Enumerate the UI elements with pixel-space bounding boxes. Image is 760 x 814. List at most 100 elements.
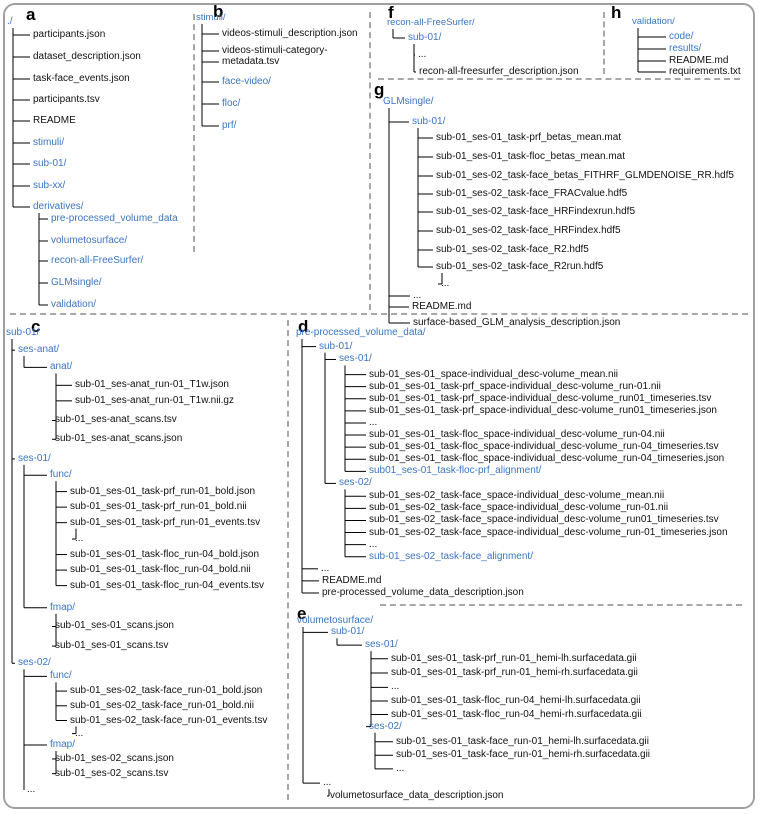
separator xyxy=(378,78,740,80)
folder-entry: sub-01/ xyxy=(408,32,442,43)
folder-entry: recon-all-FreeSurfer/ xyxy=(387,17,475,28)
folder-entry: derivatives/ xyxy=(33,201,84,212)
figure-frame xyxy=(3,3,755,809)
folder-entry: recon-all-FreeSurfer/ xyxy=(51,255,144,266)
folder-entry: volumetosurface/ xyxy=(297,615,374,626)
ellipsis-entry: ... xyxy=(75,727,84,739)
folder-entry: prf/ xyxy=(222,120,237,131)
file-entry: sub-01_ses-01_task-prf_run-01_events.tsv xyxy=(70,516,261,528)
folder-entry: ses-01/ xyxy=(365,639,398,651)
separator xyxy=(369,12,371,310)
file-entry: sub-01_ses-02_task-face_R2run.hdf5 xyxy=(436,261,604,272)
file-entry: requirements.txt xyxy=(669,66,741,77)
file-entry: sub-01_ses-02_task-face_space-individual… xyxy=(369,490,665,502)
file-entry: sub-01_ses-02_task-face_HRFindexrun.hdf5 xyxy=(436,206,635,217)
file-entry: sub-01_ses-01_task-floc_run-04_hemi-lh.s… xyxy=(391,694,641,706)
file-entry: sub-01_ses-02_task-face_space-individual… xyxy=(369,526,728,538)
file-entry: sub-01_ses-02_task-face_HRFindex.hdf5 xyxy=(436,225,621,236)
file-entry: sub-01_ses-02_task-face_FRACvalue.hdf5 xyxy=(436,188,628,199)
file-entry: sub-01_ses-02_task-face_R2.hdf5 xyxy=(436,244,589,255)
panel-label-f: f xyxy=(388,3,394,22)
ellipsis-entry: ... xyxy=(27,784,36,795)
separator xyxy=(193,14,195,252)
folder-entry: sub01_ses-01_task-floc-prf_alignment/ xyxy=(369,465,542,477)
file-entry: sub-01_ses-01_task-prf_space-individual_… xyxy=(369,404,717,416)
file-entry: surface-based_GLM_analysis_description.j… xyxy=(413,317,621,328)
folder-entry: validation/ xyxy=(632,16,675,27)
file-entry: sub-01_ses-01_scans.tsv xyxy=(55,640,169,652)
ellipsis-entry: ... xyxy=(75,533,84,545)
folder-entry: sub-01/ xyxy=(412,116,446,127)
file-entry: sub-01_ses-01_task-floc_run-04_events.ts… xyxy=(70,579,264,591)
file-entry: README xyxy=(33,115,76,126)
file-entry: videos-stimuli-category- xyxy=(222,45,328,56)
panel-label-a: a xyxy=(26,5,36,24)
panel-label-h: h xyxy=(611,3,622,22)
file-entry: sub-01_ses-01_task-face_run-01_hemi-rh.s… xyxy=(396,749,651,761)
file-entry: sub-01_ses-01_task-floc_space-individual… xyxy=(369,453,725,465)
file-entry: pre-processed_volume_data_description.js… xyxy=(322,587,524,598)
folder-entry: anat/ xyxy=(50,361,73,373)
file-entry: README.md xyxy=(412,301,472,312)
panel-label-e: e xyxy=(297,604,307,623)
folder-entry: sub-01/ xyxy=(331,626,365,638)
file-entry: task-face_events.json xyxy=(33,73,130,84)
folder-entry: results/ xyxy=(669,43,702,54)
folder-entry: sub-01/ xyxy=(6,327,40,338)
file-entry: volumetosurface_data_description.json xyxy=(330,790,504,801)
folder-entry: ses-01/ xyxy=(18,452,51,464)
folder-entry: floc/ xyxy=(222,98,241,109)
file-entry: participants.tsv xyxy=(33,94,100,105)
folder-entry: pre-processed_volume_data xyxy=(51,213,178,224)
file-entry: README.md xyxy=(669,55,729,66)
file-entry: sub-01_ses-02_task-face_run-01_bold.nii xyxy=(70,699,255,711)
ellipsis-entry: ... xyxy=(441,278,450,289)
file-entry: sub-01_ses-01_task-prf_run-01_hemi-rh.su… xyxy=(391,667,638,679)
file-entry: sub-01_ses-01_task-floc_run-04_hemi-rh.s… xyxy=(391,708,642,720)
file-entry: sub-01_ses-02_task-face_space-individual… xyxy=(369,514,719,526)
file-entry: sub-01_ses-01_task-floc_space-individual… xyxy=(369,441,719,453)
folder-entry: ./ xyxy=(7,16,13,27)
ellipsis-entry: ... xyxy=(418,49,427,60)
file-entry: sub-01_ses-01_task-floc_betas_mean.mat xyxy=(436,151,625,162)
file-entry: sub-01_ses-01_scans.json xyxy=(55,620,174,632)
panel-label-d: d xyxy=(298,317,309,336)
folder-entry: fmap/ xyxy=(50,739,76,751)
folder-entry: sub-01/ xyxy=(33,158,67,169)
folder-entry: pre-processed_volume_data/ xyxy=(296,327,426,338)
file-entry: sub-01_ses-02_task-face_betas_FITHRF_GLM… xyxy=(436,170,734,181)
folder-entry: ses-anat/ xyxy=(18,344,60,356)
file-entry: sub-01_ses-01_task-prf_space-individual_… xyxy=(369,380,661,392)
file-entry: sub-01_ses-01_task-prf_betas_mean.mat xyxy=(436,132,622,143)
separator xyxy=(10,313,748,315)
file-entry: sub-01_ses-02_task-face_run-01_events.ts… xyxy=(70,714,268,726)
file-entry: sub-01_ses-01_task-face_run-01_hemi-lh.s… xyxy=(396,735,649,747)
file-entry: sub-01_ses-02_task-face_run-01_bold.json xyxy=(70,685,263,697)
folder-entry: face-video/ xyxy=(222,76,271,87)
folder-entry: ses-02/ xyxy=(339,477,372,489)
folder-entry: ses-02/ xyxy=(18,657,51,669)
folder-entry: func/ xyxy=(50,670,72,682)
file-entry: videos-stimuli_description.json xyxy=(222,28,358,39)
panel-label-b: b xyxy=(213,2,224,21)
separator xyxy=(380,604,742,606)
file-entry: sub-01_ses-01_task-prf_run-01_hemi-lh.su… xyxy=(391,652,637,664)
file-entry: sub-01_ses-01_task-floc_run-04_bold.json xyxy=(70,548,260,560)
folder-entry: sub-01_ses-02_task-face_alignment/ xyxy=(369,550,533,562)
file-entry: sub-01_ses-anat_run-01_T1w.json xyxy=(75,379,229,391)
folder-entry: validation/ xyxy=(51,299,97,310)
folder-entry: GLMsingle/ xyxy=(383,96,434,107)
file-entry: dataset_description.json xyxy=(33,51,141,62)
ellipsis-entry: ... xyxy=(323,777,332,789)
folder-entry: code/ xyxy=(669,31,694,42)
file-entry: sub-01_ses-01_task-prf_run-01_bold.json xyxy=(70,485,256,497)
file-entry: sub-01_ses-01_task-prf_space-individual_… xyxy=(369,392,712,404)
separator xyxy=(603,12,605,74)
folder-entry: stimuli/ xyxy=(33,137,65,148)
folder-entry: sub-01/ xyxy=(319,340,353,352)
file-entry: sub-01_ses-anat_scans.tsv xyxy=(55,414,177,426)
ellipsis-entry: ... xyxy=(391,681,400,693)
panel-label-g: g xyxy=(374,80,385,99)
ellipsis-entry: ... xyxy=(369,416,378,428)
